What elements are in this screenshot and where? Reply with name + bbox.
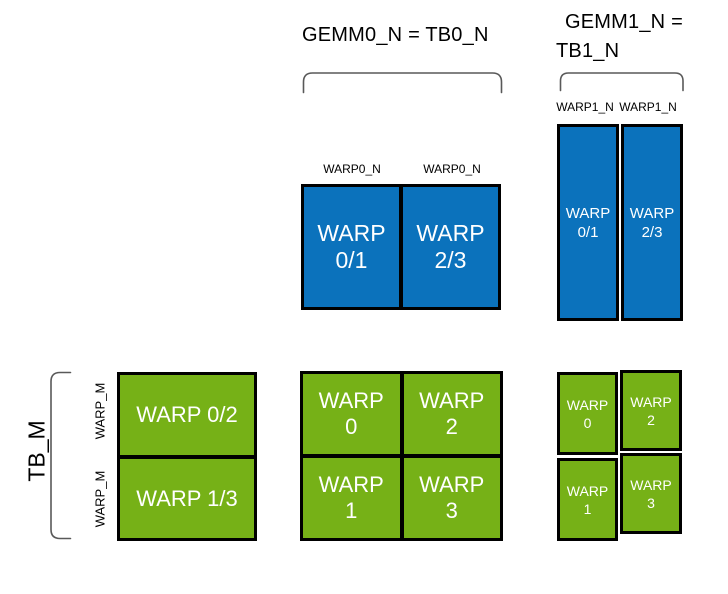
gemm1-n-title-line2: TB1_N — [556, 40, 620, 62]
warp-word: WARP — [565, 204, 611, 222]
warp-1-cell: WARP 1 — [303, 458, 400, 538]
warp-id: 0 — [345, 414, 358, 439]
left-warp-tile: WARP 0/2 WARP 1/3 — [117, 372, 257, 541]
warp-word: WARP — [317, 220, 386, 246]
gemm0-warp-23-cell: WARP 2/3 — [403, 187, 498, 307]
warp-word: WARP — [416, 220, 485, 246]
warp-m-label-top: WARP_M — [92, 382, 108, 440]
warp-word: WARP — [419, 472, 485, 497]
warp-word: WARP — [318, 388, 384, 413]
warp-word: WARP — [566, 396, 609, 413]
tb-m-bracket-icon — [50, 371, 72, 540]
warp-02-cell: WARP 0/2 — [120, 375, 254, 455]
gemm1-warp-01-cell: WARP 0/1 — [557, 124, 619, 321]
warp-word: WARP — [318, 472, 384, 497]
gemm0-warp-grid-tile: WARP 0 WARP 2 WARP 1 WARP 3 — [300, 371, 503, 541]
gemm1-n-title-line1: GEMM1_N = — [565, 11, 683, 33]
warp-word: WARP — [630, 393, 672, 410]
gemm1-warp-grid-col-right: WARP 2 WARP 3 — [620, 370, 682, 534]
warp-word: WARP — [419, 388, 485, 413]
warp-word: WARP — [629, 204, 675, 222]
warp-3-cell: WARP 3 — [403, 458, 500, 538]
warp-id: 0 — [583, 414, 592, 431]
warp-13-cell: WARP 1/3 — [120, 458, 254, 538]
warp0-n-label-right: WARP0_N — [423, 162, 481, 176]
warp0-n-label-left: WARP0_N — [323, 162, 381, 176]
warp-id: 3 — [647, 494, 655, 511]
warp-0-cell: WARP 0 — [557, 372, 618, 455]
warp-id: 2 — [445, 414, 458, 439]
warp-m-label-bottom: WARP_M — [92, 470, 108, 528]
warp1-n-label-right: WARP1_N — [619, 100, 677, 114]
gemm1-n-bracket-icon — [559, 72, 684, 92]
warp-id: 1 — [583, 500, 592, 517]
warp-1-cell: WARP 1 — [557, 458, 618, 541]
gemm1-warp-23-cell: WARP 2/3 — [621, 124, 683, 321]
warp-row-label: WARP 1/3 — [136, 485, 238, 511]
warp-ids: 2/3 — [641, 223, 663, 241]
warp-id: 1 — [345, 498, 358, 523]
gemm0-n-title: GEMM0_N = TB0_N — [302, 24, 489, 46]
warp-2-cell: WARP 2 — [620, 370, 682, 451]
warp-0-cell: WARP 0 — [303, 374, 400, 454]
gemm0-warp-01-cell: WARP 0/1 — [304, 187, 399, 307]
warp-word: WARP — [566, 482, 609, 499]
warp-2-cell: WARP 2 — [403, 374, 500, 454]
warp1-n-label-left: WARP1_N — [556, 100, 614, 114]
warp-ids: 2/3 — [434, 247, 467, 273]
warp-id: 3 — [445, 498, 458, 523]
gemm1-warp-grid-col-left: WARP 0 WARP 1 — [557, 372, 618, 541]
warp-ids: 0/1 — [335, 247, 368, 273]
gemm1-accumulator-tile: WARP 0/1 WARP 2/3 — [557, 124, 683, 321]
gemm0-accumulator-tile: WARP 0/1 WARP 2/3 — [301, 184, 501, 310]
tb-m-label: TB_M — [23, 420, 50, 482]
warp-word: WARP — [630, 476, 672, 493]
warp-row-label: WARP 0/2 — [136, 402, 238, 428]
gemm0-n-bracket-icon — [302, 72, 503, 94]
warp-ids: 0/1 — [577, 223, 599, 241]
warp-3-cell: WARP 3 — [620, 453, 682, 534]
warp-id: 2 — [647, 411, 655, 428]
